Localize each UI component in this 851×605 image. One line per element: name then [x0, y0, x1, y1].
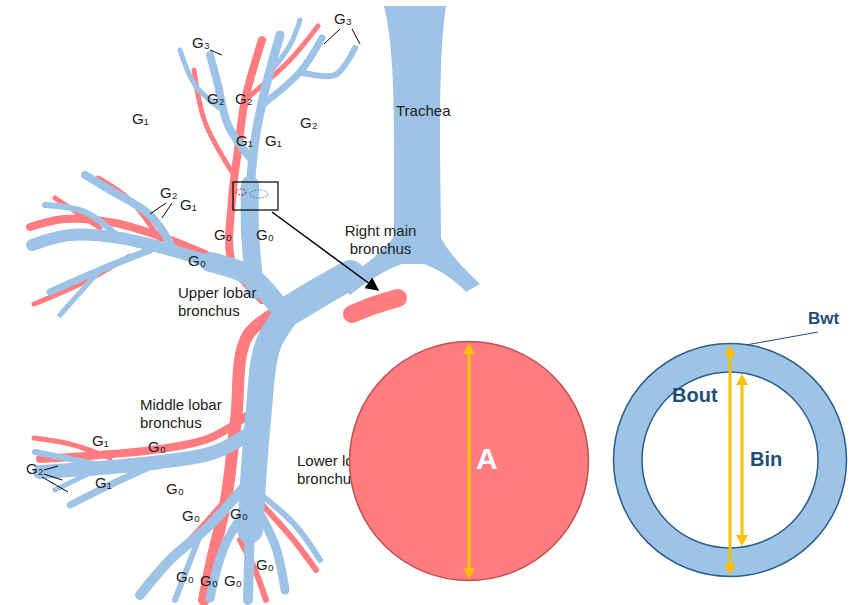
generation-label: G₀: [188, 252, 206, 270]
leader-line: [746, 332, 818, 345]
generation-label: G₁: [265, 132, 282, 150]
bronchus-branch: [45, 205, 120, 238]
generation-label: G₁: [92, 432, 109, 450]
bronchus-branch: [255, 490, 320, 560]
pulmonary-artery: [352, 298, 398, 314]
generation-label: G₁: [95, 474, 112, 492]
leader-line: [44, 466, 58, 470]
bronchus-branch: [268, 20, 300, 75]
bronchus-branch: [250, 35, 280, 190]
anatomy-label: Right main bronchus: [333, 222, 428, 258]
leader-line: [44, 474, 62, 480]
arrow-head: [463, 568, 475, 579]
bronchus-branch: [35, 452, 110, 467]
generation-label: G₀: [182, 507, 200, 525]
anatomy-label: Trachea: [396, 102, 450, 120]
bronchus-branch: [250, 310, 290, 530]
leader-line: [324, 29, 340, 44]
generation-label: G₀: [230, 505, 248, 523]
generation-label: G₁: [180, 196, 197, 214]
dimension-arrow: [468, 351, 471, 571]
leader-line: [352, 29, 360, 44]
artery-circle-outline: [348, 340, 590, 582]
artery-section: [236, 189, 246, 195]
generation-label: G₂: [207, 90, 225, 108]
artery-circle-shape: [350, 342, 589, 581]
leader-line: [42, 477, 68, 492]
generation-label: G₂: [300, 114, 318, 132]
inner-diameter-label: Bin: [750, 448, 782, 471]
leader-line: [150, 203, 166, 214]
generation-label: G₀: [176, 568, 194, 586]
bronchus-branch: [55, 468, 100, 490]
generation-label: G₂: [235, 90, 253, 108]
generation-label: G₃: [192, 34, 210, 52]
bronchus-branch: [250, 185, 255, 290]
anatomy-label: Upper lobar bronchus: [178, 284, 273, 320]
generation-label: G₂: [160, 184, 178, 202]
generation-label: G₀: [148, 438, 166, 456]
dimension-arrow: [741, 382, 744, 538]
generation-label: G₀: [214, 226, 232, 244]
bronchus-ring-shape: [614, 344, 847, 577]
leader-line: [162, 203, 172, 218]
outer-diameter-label: Bout: [672, 384, 718, 407]
bronchus-branch: [70, 462, 160, 505]
arrow-head: [724, 345, 736, 356]
bronchus-ring: BoutBin: [612, 342, 848, 578]
arrow-head: [736, 535, 748, 546]
artery-diameter-label: A: [476, 442, 498, 476]
arrow-head: [736, 374, 748, 385]
generation-label: G₀: [256, 556, 274, 574]
bronchus-branch: [248, 520, 250, 600]
generation-label: G₂: [26, 460, 44, 478]
generation-label: G₁: [236, 132, 253, 150]
generation-label: G₀: [200, 572, 218, 590]
bronchus-section: [250, 190, 268, 198]
bronchus-branch: [175, 535, 200, 600]
wall-thickness-label: Bwt: [808, 310, 839, 328]
bronchus-ring-outline: [612, 342, 848, 578]
artery-circle: A: [348, 340, 590, 582]
arrow-head: [724, 564, 736, 575]
bronchus-branch: [60, 270, 100, 315]
generation-label: G₀: [256, 226, 274, 244]
zoom-box: [233, 182, 278, 210]
generation-label: G₃: [334, 10, 352, 28]
generation-label: G₀: [224, 572, 242, 590]
arrow-head: [463, 343, 475, 354]
generation-label: G₀: [166, 480, 184, 498]
leader-line: [210, 50, 222, 55]
generation-label: G₁: [132, 110, 149, 128]
anatomy-label: Middle lobar bronchus: [140, 396, 240, 432]
dimension-arrow: [729, 353, 732, 567]
bronchus-branch: [300, 48, 355, 76]
